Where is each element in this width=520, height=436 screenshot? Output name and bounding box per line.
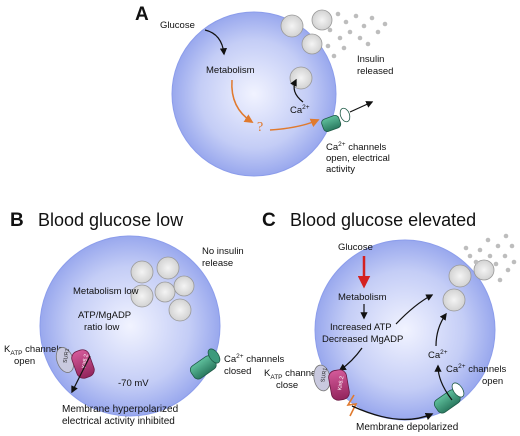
- no-insulin-line2: release: [202, 258, 233, 269]
- panel-b: B Blood glucose low No insulin release M…: [4, 210, 284, 427]
- katp-open-line2: open: [14, 356, 35, 367]
- insulin-granules-c: [442, 259, 495, 312]
- metabolism-low-label: Metabolism low: [73, 286, 139, 297]
- ca-channels-open-c-line1: Ca2+ channels: [446, 363, 506, 375]
- depolarization-arrow: [351, 405, 434, 421]
- panel-a: A Glucose Metabolism ? Ca2+: [135, 4, 393, 177]
- glucose-label-a: Glucose: [160, 20, 195, 31]
- unknown-to-channel-arrow: [269, 118, 320, 131]
- sur1-label-c: SUR1: [320, 367, 328, 382]
- katp-close-line2: close: [276, 380, 298, 391]
- glucose-arrow-a: [204, 29, 228, 56]
- membrane-potential-label: -70 mV: [118, 378, 149, 389]
- katp-channel-c: SUR1 Kir6.2: [313, 364, 358, 417]
- panel-a-letter: A: [135, 4, 149, 25]
- atp-ratio-line1: ATP/MgADP: [78, 310, 131, 321]
- kir-label-c: Kir6.2: [337, 376, 345, 391]
- metabolism-to-unknown-arrow: [231, 79, 254, 123]
- ca-channels-open-line3: activity: [326, 164, 355, 175]
- no-insulin-line1: No insulin: [202, 246, 244, 257]
- unknown-mechanism-mark: ?: [257, 120, 263, 135]
- panel-c-title: Blood glucose elevated: [290, 210, 476, 230]
- kir-label-b: Kir6.2: [81, 354, 89, 369]
- metabolism-label-a: Metabolism: [206, 65, 255, 76]
- ca-channels-open-line2: open, electrical: [326, 153, 390, 164]
- ca2-label-a: Ca2+: [290, 104, 310, 116]
- katp-open-line1: KATP channels: [4, 344, 63, 357]
- atp-to-katp-arrow: [338, 347, 363, 371]
- glucose-label-c: Glucose: [338, 242, 373, 253]
- panel-b-letter: B: [10, 210, 24, 231]
- sur1-label-b: SUR1: [63, 348, 71, 363]
- atp-ratio-line2: ratio low: [84, 322, 120, 333]
- ca-channels-open-line1: Ca2+ channels: [326, 141, 386, 153]
- ca-channel-b-closed: [189, 348, 221, 380]
- kir-subunit-c: [328, 369, 350, 401]
- panel-c: C Blood glucose elevated Glucose Metabol…: [262, 210, 517, 433]
- k-efflux-arrow: [71, 355, 91, 394]
- ca-channels-closed-line1: Ca2+ channels: [224, 353, 284, 365]
- ca2-label-c: Ca2+: [428, 349, 448, 361]
- decreased-mgadp-label: Decreased MgADP: [322, 334, 403, 345]
- cell-a: [171, 11, 337, 177]
- insulin-released-line1: Insulin: [357, 54, 384, 65]
- ca-channels-closed-line2: closed: [224, 366, 251, 377]
- membrane-hyperpolarized-line2: electrical activity inhibited: [62, 416, 175, 427]
- membrane-hyperpolarized-line1: Membrane hyperpolarized: [62, 404, 178, 415]
- depolarization-bolt-icon: [346, 394, 358, 417]
- panel-c-letter: C: [262, 210, 276, 231]
- ca-channel-c-open: [433, 364, 465, 414]
- released-insulin-dots-c: [463, 233, 517, 283]
- ca2-to-granule-arrow-c: [435, 312, 447, 347]
- ca-channels-open-c-line2: open: [482, 376, 503, 387]
- membrane-depolarized-label: Membrane depolarized: [356, 422, 458, 433]
- katp-channel-b: SUR1 Kir6.2: [55, 347, 95, 394]
- metabolism-label-c: Metabolism: [338, 292, 387, 303]
- panel-b-title: Blood glucose low: [38, 210, 184, 230]
- kir-subunit-b: [71, 349, 95, 379]
- ca2-to-granule-arrow-a: [290, 78, 304, 103]
- increased-atp-label: Increased ATP: [330, 322, 392, 333]
- insulin-granules-b: [130, 256, 195, 322]
- insulin-released-line2: released: [357, 66, 393, 77]
- cell-b: [39, 235, 221, 417]
- released-insulin-dots-a: [325, 11, 388, 59]
- ca-channel-a: [321, 101, 374, 132]
- atp-to-granule-arrow: [395, 294, 434, 325]
- katp-close-line1: KATP channels: [264, 368, 323, 381]
